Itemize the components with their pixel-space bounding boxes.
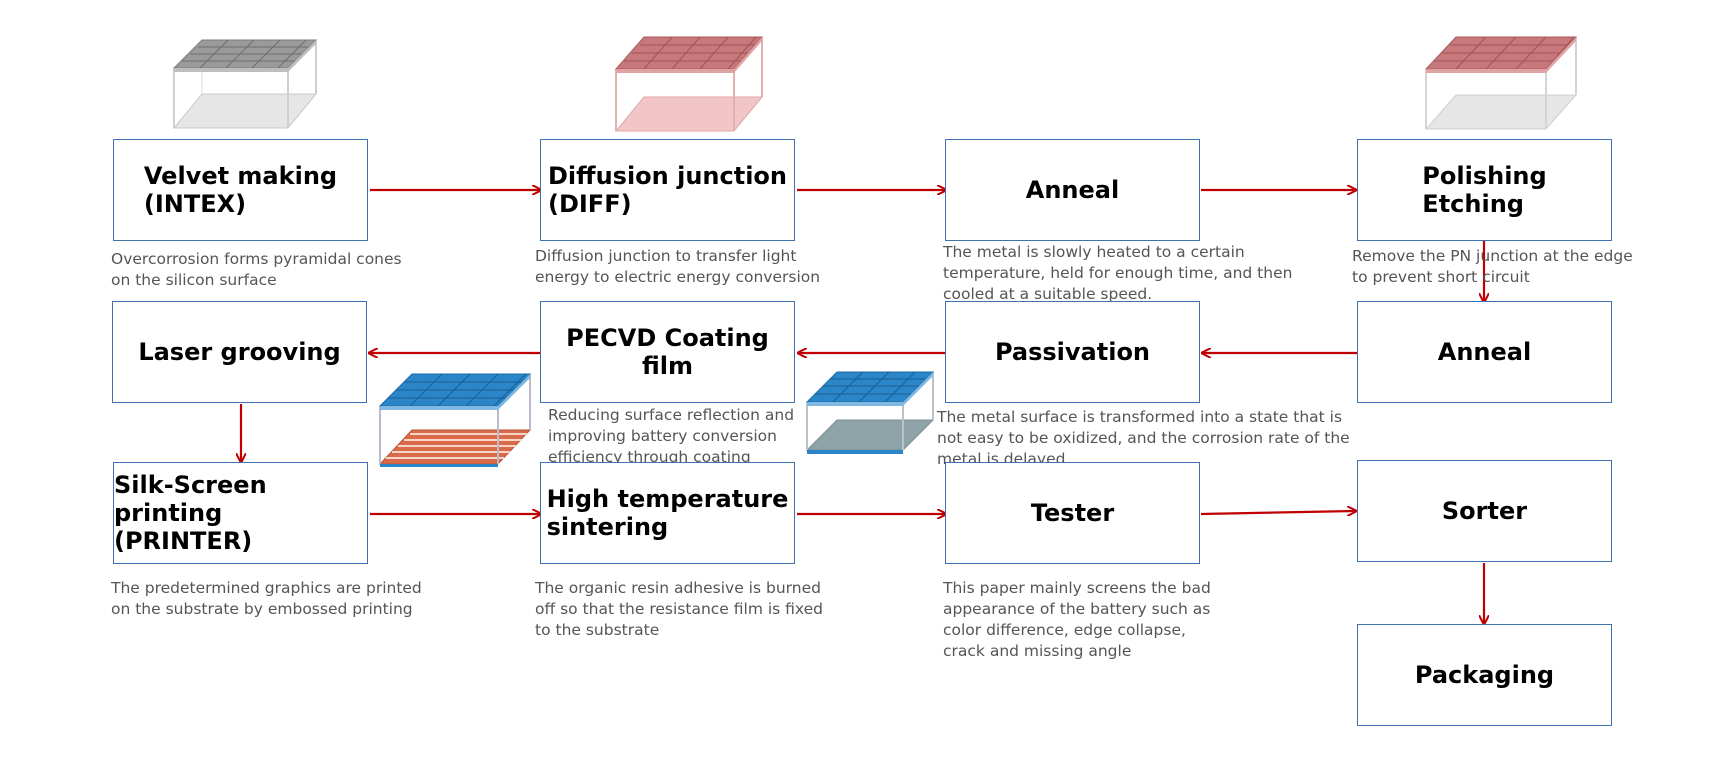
arrow-tester-to-sorter — [1200, 511, 1355, 514]
blue-cell-icon — [805, 371, 935, 454]
step-title: Laser grooving — [138, 338, 341, 366]
step-packaging: Packaging — [1357, 624, 1612, 726]
step-description: The metal is slowly heated to a certain … — [943, 243, 1293, 303]
step-description: The metal surface is transformed into a … — [937, 408, 1350, 468]
step-title: PECVD Coating film — [566, 324, 769, 380]
step-title: Packaging — [1414, 661, 1555, 689]
step-description: Diffusion junction to transfer light ene… — [535, 247, 821, 286]
step-title: Velvet making (INTEX) — [143, 162, 338, 218]
step-title: Passivation — [994, 338, 1151, 366]
gray-cell-icon — [172, 39, 318, 129]
step-description: The organic resin adhesive is burned off… — [535, 579, 823, 639]
step-description: Overcorrosion forms pyramidal cones on t… — [111, 250, 402, 289]
step-title: Anneal — [1437, 338, 1532, 366]
step-title: Polishing Etching — [1422, 162, 1547, 218]
step-title: High temperature sintering — [546, 485, 789, 541]
pink-cell-icon — [1424, 36, 1578, 130]
step-diffusion-junction: Diffusion junction (DIFF) — [540, 139, 795, 241]
step-silk-screen-printing: Silk-Screen printing (PRINTER) — [113, 462, 368, 564]
step-sorter: Sorter — [1357, 460, 1612, 562]
step-description: The predetermined graphics are printed o… — [111, 579, 422, 618]
step-laser-grooving: Laser grooving — [112, 301, 367, 403]
pink-cell-icon — [614, 36, 764, 132]
step-tester: Tester — [945, 462, 1200, 564]
step-velvet-making: Velvet making (INTEX) — [113, 139, 368, 241]
step-title: Silk-Screen printing (PRINTER) — [114, 471, 267, 555]
step-description: This paper mainly screens the bad appear… — [943, 579, 1211, 660]
step-title: Tester — [1030, 499, 1115, 527]
step-passivation: Passivation — [945, 301, 1200, 403]
step-polishing-etching: Polishing Etching — [1357, 139, 1612, 241]
step-anneal-2: Anneal — [1357, 301, 1612, 403]
step-description: Remove the PN junction at the edge to pr… — [1352, 247, 1633, 286]
step-high-temperature-sintering: High temperature sintering — [540, 462, 795, 564]
step-title: Sorter — [1441, 497, 1528, 525]
step-title: Diffusion junction (DIFF) — [547, 162, 787, 218]
step-pecvd-coating: PECVD Coating film — [540, 301, 795, 403]
blue-cell-striped-icon — [378, 373, 532, 467]
step-title: Anneal — [1025, 176, 1120, 204]
step-anneal: Anneal — [945, 139, 1200, 241]
step-description: Reducing surface reflection and improvin… — [548, 406, 795, 466]
